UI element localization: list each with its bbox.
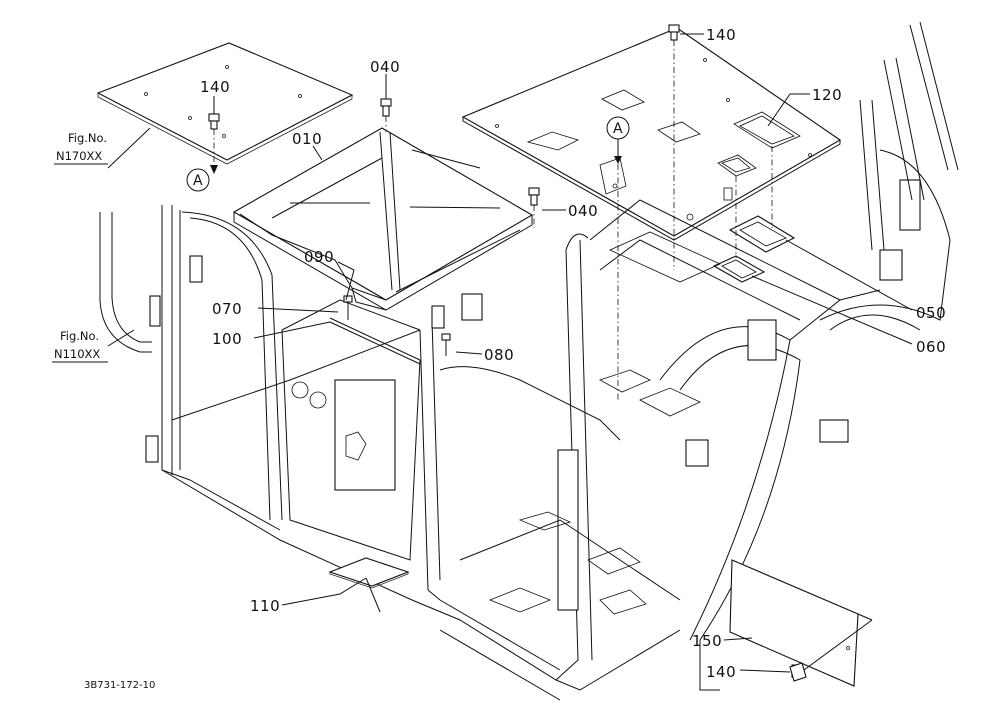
fig-refs: Fig.No. N170XX Fig.No. N110XX [52,131,108,363]
fig-ref-110-line2: N110XX [54,347,100,361]
drawing-code: 3B731-172-10 [84,680,155,691]
callout-140-top-right: 140 [706,26,736,44]
view-marker-right: A [606,116,630,400]
mat-110 [328,557,410,589]
bolt-140-top-right [668,24,680,270]
view-marker-right-text: A [613,121,623,137]
view-marker-left-text: A [193,173,203,189]
fig-ref-170-line1: Fig.No. [68,131,107,145]
callout-110: 110 [250,597,280,615]
callout-070: 070 [212,300,242,318]
callout-120: 120 [812,86,842,104]
callout-140-top-left: 140 [200,78,230,96]
fig-ref-170-line2: N170XX [56,149,102,163]
bolt-040-right [528,187,540,228]
callout-150: 150 [692,632,722,650]
callout-140-bottom: 140 [706,663,736,681]
callout-labels: 140 040 140 120 010 040 090 070 100 080 … [200,26,946,681]
bracket-010 [232,127,534,311]
callout-010: 010 [292,130,322,148]
gasket-050 [728,146,796,253]
bolt-140-bottom [789,662,807,682]
callout-060: 060 [916,338,946,356]
leader-lines [107,33,913,673]
bolt-140-top-left [208,113,220,174]
floor-plate [461,27,842,241]
callout-100: 100 [212,330,242,348]
callout-040-right: 040 [568,202,598,220]
view-marker-left: A [186,168,210,192]
bolt-040-top [380,98,392,132]
gasket-060 [712,176,766,283]
panel-150 [729,559,859,687]
callout-050: 050 [916,304,946,322]
callout-080: 080 [484,346,514,364]
callout-040-top: 040 [370,58,400,76]
cabin-frame [99,21,959,701]
callout-090: 090 [304,248,334,266]
top-left-plate [96,42,354,165]
fig-ref-110-line1: Fig.No. [60,329,99,343]
